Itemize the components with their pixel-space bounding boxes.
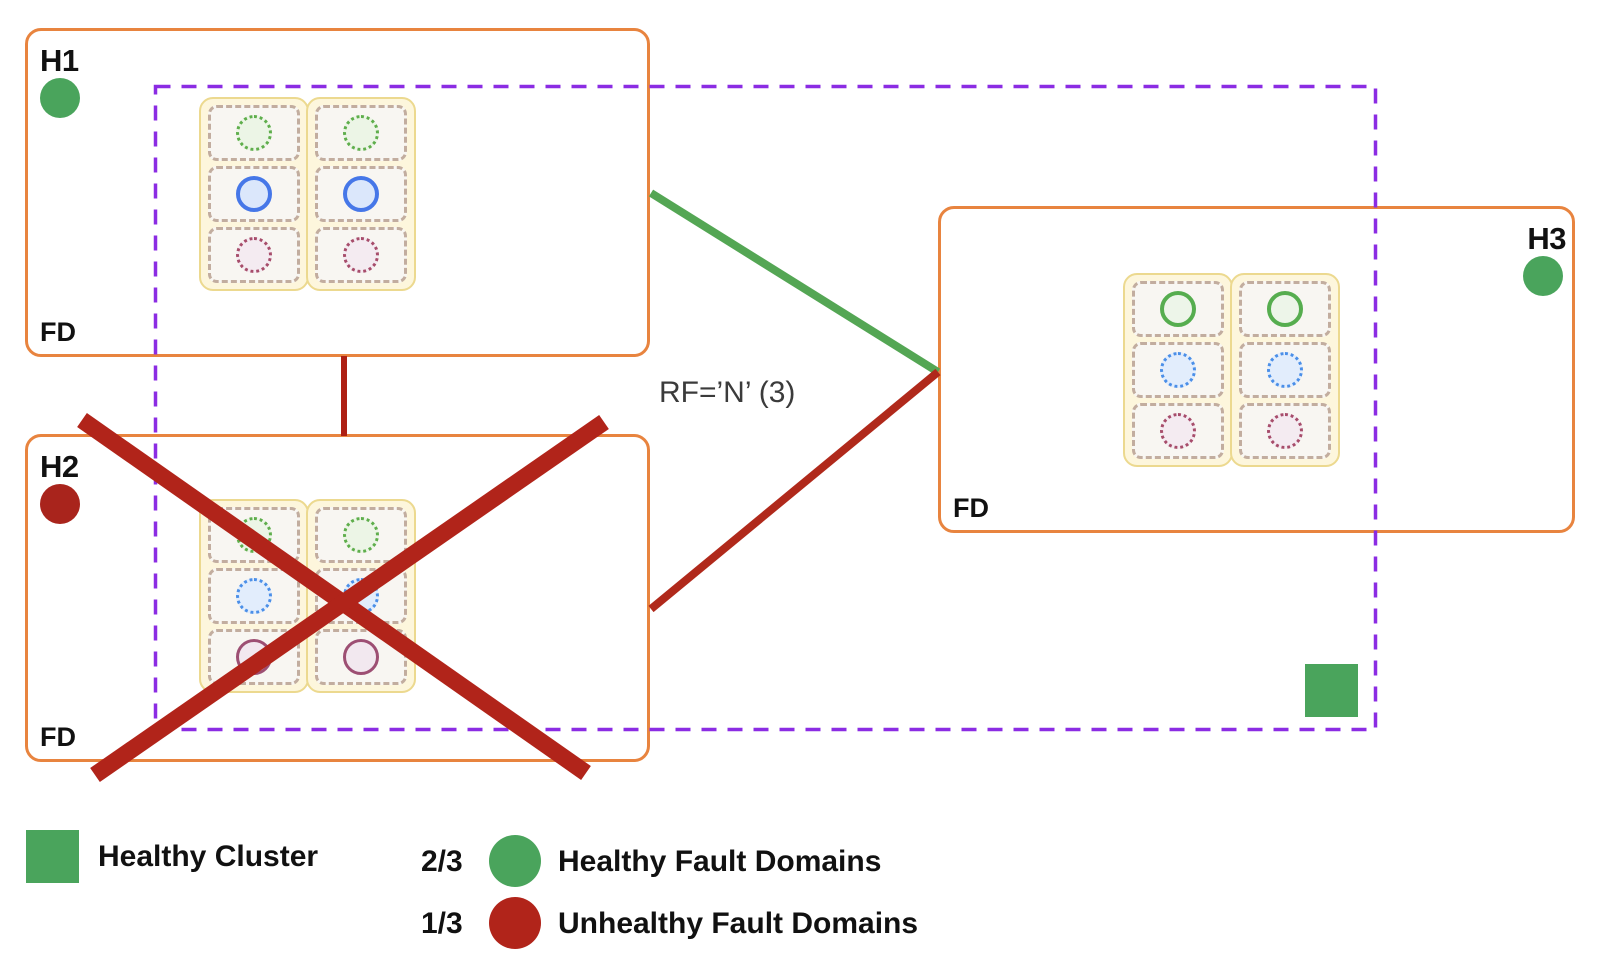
replica-pink-dotted-icon (1267, 413, 1303, 449)
replica-slot (208, 568, 300, 624)
fault-domain-label: FD (40, 722, 76, 752)
replica-slot (208, 629, 300, 685)
replica-blue-dotted-icon (1160, 352, 1196, 388)
fault-domain-label: FD (953, 493, 989, 523)
replica-green-dotted-icon (236, 517, 272, 553)
replica-slot (1132, 342, 1224, 398)
legend-fraction-unhealthy: 1/3 (421, 907, 463, 940)
replica-slot (1132, 403, 1224, 459)
healthy-status-dot-icon (1523, 256, 1563, 296)
healthy-dot-icon (489, 835, 541, 887)
replica-green-dotted-icon (236, 115, 272, 151)
replica-slot (315, 507, 407, 563)
host-label-h1: H1 (40, 43, 79, 78)
replica-slot (315, 629, 407, 685)
healthy-cluster-square-icon (1305, 664, 1358, 717)
replica-blue-solid-icon (343, 176, 379, 212)
replica-slot (315, 227, 407, 283)
replica-slot (315, 166, 407, 222)
healthy-status-dot-icon (40, 78, 80, 118)
replica-grid-h2 (199, 499, 416, 693)
replica-blue-dotted-icon (236, 578, 272, 614)
legend-label-healthy-fd: Healthy Fault Domains (558, 845, 882, 878)
legend-label-healthy-cluster: Healthy Cluster (98, 840, 319, 873)
replica-green-dotted-icon (343, 517, 379, 553)
replica-grid-h3 (1123, 273, 1340, 467)
replica-pink-dotted-icon (236, 237, 272, 273)
replica-green-solid-icon (1160, 291, 1196, 327)
fault-domain-card-h2: H2 FD (25, 434, 650, 762)
replica-slot (208, 507, 300, 563)
replication-link-green-h1-h3 (648, 189, 941, 376)
host-label-h3: H3 (1527, 221, 1566, 256)
replica-slot (208, 105, 300, 161)
unhealthy-dot-icon (489, 897, 541, 949)
replica-green-solid-icon (1267, 291, 1303, 327)
disk-column (1123, 273, 1233, 467)
host-label-h2: H2 (40, 449, 79, 484)
legend-fraction-healthy: 2/3 (421, 845, 463, 878)
legend-label-unhealthy-fd: Unhealthy Fault Domains (558, 907, 919, 940)
replica-slot (208, 166, 300, 222)
replica-blue-dotted-icon (343, 578, 379, 614)
replica-blue-solid-icon (236, 176, 272, 212)
disk-column (199, 97, 309, 291)
disk-column (199, 499, 309, 693)
fault-domain-card-h1: H1 FD (25, 28, 650, 357)
fault-domain-label: FD (40, 317, 76, 347)
replica-slot (315, 568, 407, 624)
replica-pink-dotted-icon (1160, 413, 1196, 449)
disk-column (1230, 273, 1340, 467)
replica-blue-dotted-icon (1267, 352, 1303, 388)
replica-grid-h1 (199, 97, 416, 291)
replica-pink-dotted-icon (343, 237, 379, 273)
replication-factor-label: RF=’N’ (3) (659, 376, 796, 409)
replica-pink-solid-icon (236, 639, 272, 675)
replica-green-dotted-icon (343, 115, 379, 151)
replica-pink-solid-icon (343, 639, 379, 675)
replica-slot (1239, 342, 1331, 398)
replica-slot (1132, 281, 1224, 337)
replica-slot (315, 105, 407, 161)
disk-column (306, 97, 416, 291)
replica-slot (208, 227, 300, 283)
unhealthy-status-dot-icon (40, 484, 80, 524)
healthy-cluster-legend-swatch (26, 830, 79, 883)
replica-slot (1239, 281, 1331, 337)
fault-domain-card-h3: H3 FD (938, 206, 1575, 533)
replica-slot (1239, 403, 1331, 459)
disk-column (306, 499, 416, 693)
